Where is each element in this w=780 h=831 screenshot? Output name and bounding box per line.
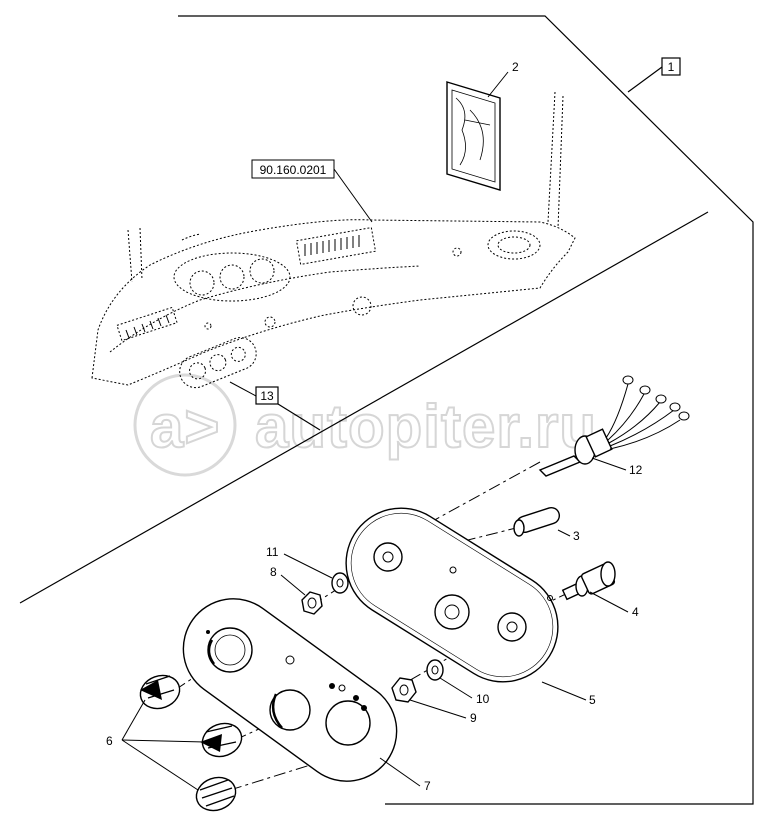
callout-box-1: 1	[661, 57, 681, 76]
svg-text:6: 6	[106, 734, 113, 748]
knob-2	[200, 722, 243, 758]
svg-text:8: 8	[270, 565, 277, 579]
svg-text:5: 5	[589, 693, 596, 707]
boundary-lines	[19, 15, 754, 805]
svg-text:3: 3	[573, 529, 580, 543]
nut-8: 8	[270, 565, 323, 615]
svg-text:10: 10	[476, 692, 490, 706]
dashboard	[91, 91, 576, 389]
wiring-harness: 12	[538, 375, 690, 477]
knobs: 6	[106, 674, 243, 812]
watermark: a> autopiter.ru	[133, 373, 597, 477]
callout-box-13: 13	[229, 381, 321, 431]
bulb: 3	[513, 506, 580, 543]
svg-text:9: 9	[470, 711, 477, 725]
decal: 2	[446, 60, 519, 191]
svg-text:7: 7	[424, 779, 431, 793]
svg-text:11: 11	[266, 545, 279, 559]
switch: 4	[561, 561, 639, 619]
knob-3	[195, 776, 237, 812]
svg-text:13: 13	[260, 389, 274, 403]
svg-text:12: 12	[629, 463, 643, 477]
svg-text:90.160.0201: 90.160.0201	[260, 163, 327, 177]
watermark-logo-icon: a>	[150, 393, 220, 460]
knob-1	[139, 674, 181, 710]
washer-10: 10	[426, 659, 490, 706]
svg-text:4: 4	[632, 605, 639, 619]
cross-reference-label: 90.160.0201	[251, 159, 373, 223]
washer-11: 11	[266, 545, 349, 594]
watermark-text: autopiter.ru	[255, 393, 597, 460]
svg-text:1: 1	[668, 60, 675, 74]
mounting-plate: 5	[345, 507, 596, 707]
svg-text:2: 2	[512, 60, 519, 74]
nut-9: 9	[391, 677, 477, 725]
cover-plate: 7	[182, 598, 431, 793]
